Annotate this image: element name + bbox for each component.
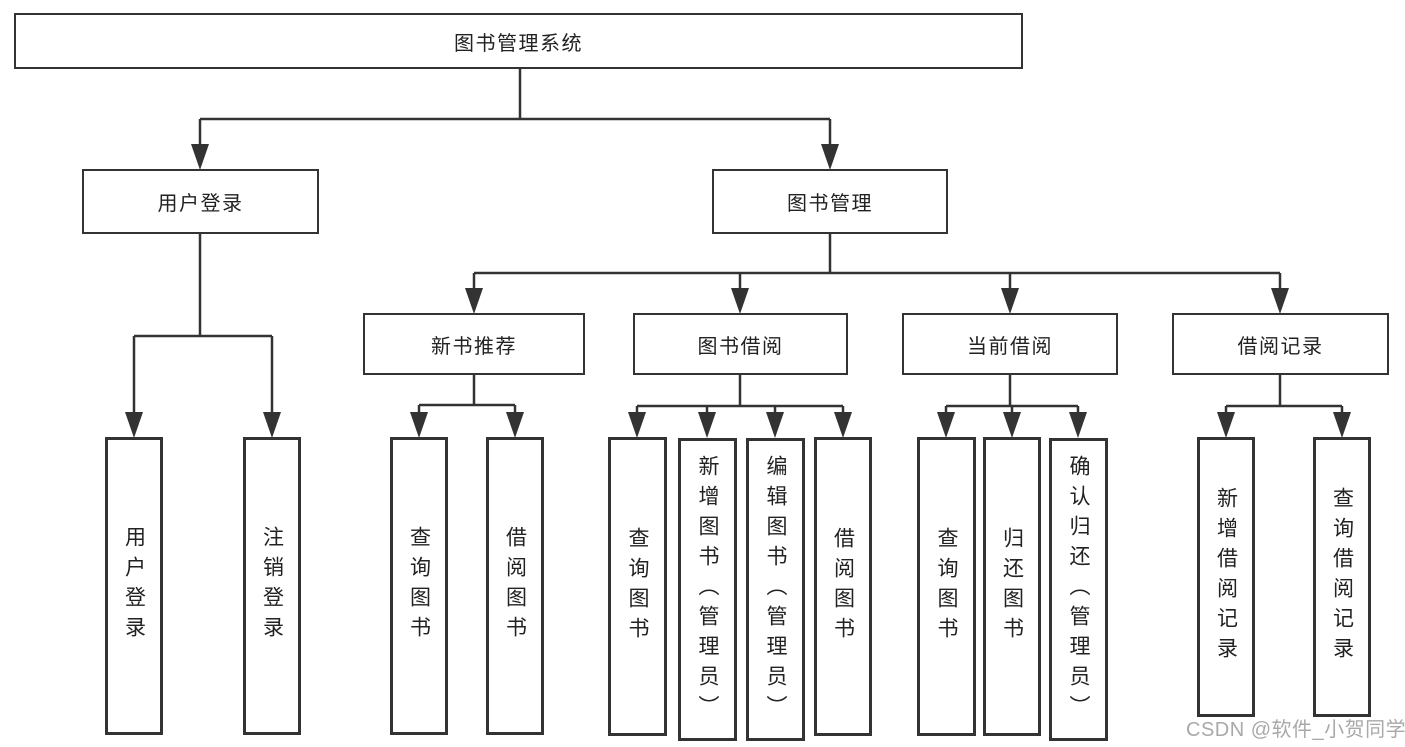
arrowhead-icon (191, 144, 209, 170)
node-borrowing-records: 借阅记录 (1172, 313, 1389, 375)
node-label: 借阅图书 (831, 526, 855, 647)
node-label: 图书借阅 (697, 335, 784, 358)
connector-user-login-subtree (132, 234, 274, 415)
node-label: 注销登录 (260, 526, 284, 646)
node-label: 查询图书 (407, 526, 431, 646)
leaf-borrowing-add-books-admin: 新增图书（管理员） (678, 438, 737, 741)
connector-root-to-level2 (198, 69, 832, 146)
node-label: 借阅记录 (1237, 335, 1324, 358)
connector-book-management-to-level3 (472, 234, 1282, 291)
node-book-management: 图书管理 (712, 169, 948, 234)
leaf-records-query-record: 查询借阅记录 (1313, 437, 1371, 717)
leaf-records-add-record: 新增借阅记录 (1197, 437, 1255, 717)
node-library-management-system: 图书管理系统 (14, 13, 1023, 69)
node-label: 查询图书 (626, 526, 649, 647)
leaf-borrowing-edit-books-admin: 编辑图书（管理员） (746, 438, 805, 741)
arrowhead-icon (1003, 412, 1021, 438)
node-label: 新书推荐 (431, 335, 517, 358)
arrowhead-icon (937, 412, 955, 438)
node-label: 用户登录 (157, 193, 244, 215)
arrowhead-icon (1271, 288, 1289, 314)
connector-book-borrowing-subtree (635, 375, 845, 415)
node-current-borrowing: 当前借阅 (902, 313, 1118, 375)
node-label: 图书管理系统 (454, 32, 583, 55)
node-label: 新增借阅记录 (1214, 487, 1238, 667)
arrowhead-icon (821, 144, 839, 170)
leaf-borrowing-query-books: 查询图书 (608, 437, 667, 736)
connector-new-book-subtree (417, 375, 517, 415)
leaf-current-confirm-return-admin: 确认归还（管理员） (1049, 438, 1108, 741)
node-label: 图书管理 (787, 193, 873, 215)
arrowhead-icon (1333, 412, 1351, 438)
arrowhead-icon (698, 412, 716, 438)
node-label: 归还图书 (1000, 526, 1024, 647)
arrowhead-icon (410, 412, 428, 438)
leaf-recommend-query-books: 查询图书 (390, 437, 448, 735)
node-label: 确认归还（管理员） (1067, 454, 1090, 725)
node-new-book-recommendation: 新书推荐 (363, 313, 585, 375)
node-label: 查询图书 (935, 526, 958, 647)
leaf-recommend-borrow-books: 借阅图书 (486, 437, 544, 735)
arrowhead-icon (1001, 288, 1019, 314)
connector-current-borrowing-subtree (944, 375, 1080, 415)
arrowhead-icon (263, 412, 281, 438)
leaf-current-query-books: 查询图书 (917, 437, 976, 736)
node-label: 编辑图书（管理员） (764, 454, 787, 725)
watermark: CSDN @软件_小贺同学 (1186, 719, 1405, 741)
arrowhead-icon (766, 412, 784, 438)
leaf-user-login: 用户登录 (105, 437, 163, 735)
arrowhead-icon (465, 288, 483, 314)
node-label: 用户登录 (122, 526, 146, 646)
node-label: 借阅图书 (503, 526, 527, 646)
node-book-borrowing: 图书借阅 (633, 313, 848, 375)
connector-borrowing-records-subtree (1224, 375, 1344, 415)
leaf-current-return-books: 归还图书 (983, 437, 1041, 736)
arrowhead-icon (731, 288, 749, 314)
node-label: 当前借阅 (967, 335, 1053, 358)
leaf-logout-login: 注销登录 (243, 437, 301, 735)
arrowhead-icon (506, 412, 524, 438)
node-label: 查询借阅记录 (1330, 487, 1354, 667)
arrowhead-icon (1217, 412, 1235, 438)
node-label: 新增图书（管理员） (696, 454, 719, 725)
node-user-login: 用户登录 (82, 169, 319, 234)
arrowhead-icon (834, 412, 852, 438)
arrowhead-icon (1069, 412, 1087, 438)
arrowhead-icon (125, 412, 143, 438)
arrowhead-icon (628, 412, 646, 438)
leaf-borrowing-borrow-books: 借阅图书 (814, 437, 872, 736)
